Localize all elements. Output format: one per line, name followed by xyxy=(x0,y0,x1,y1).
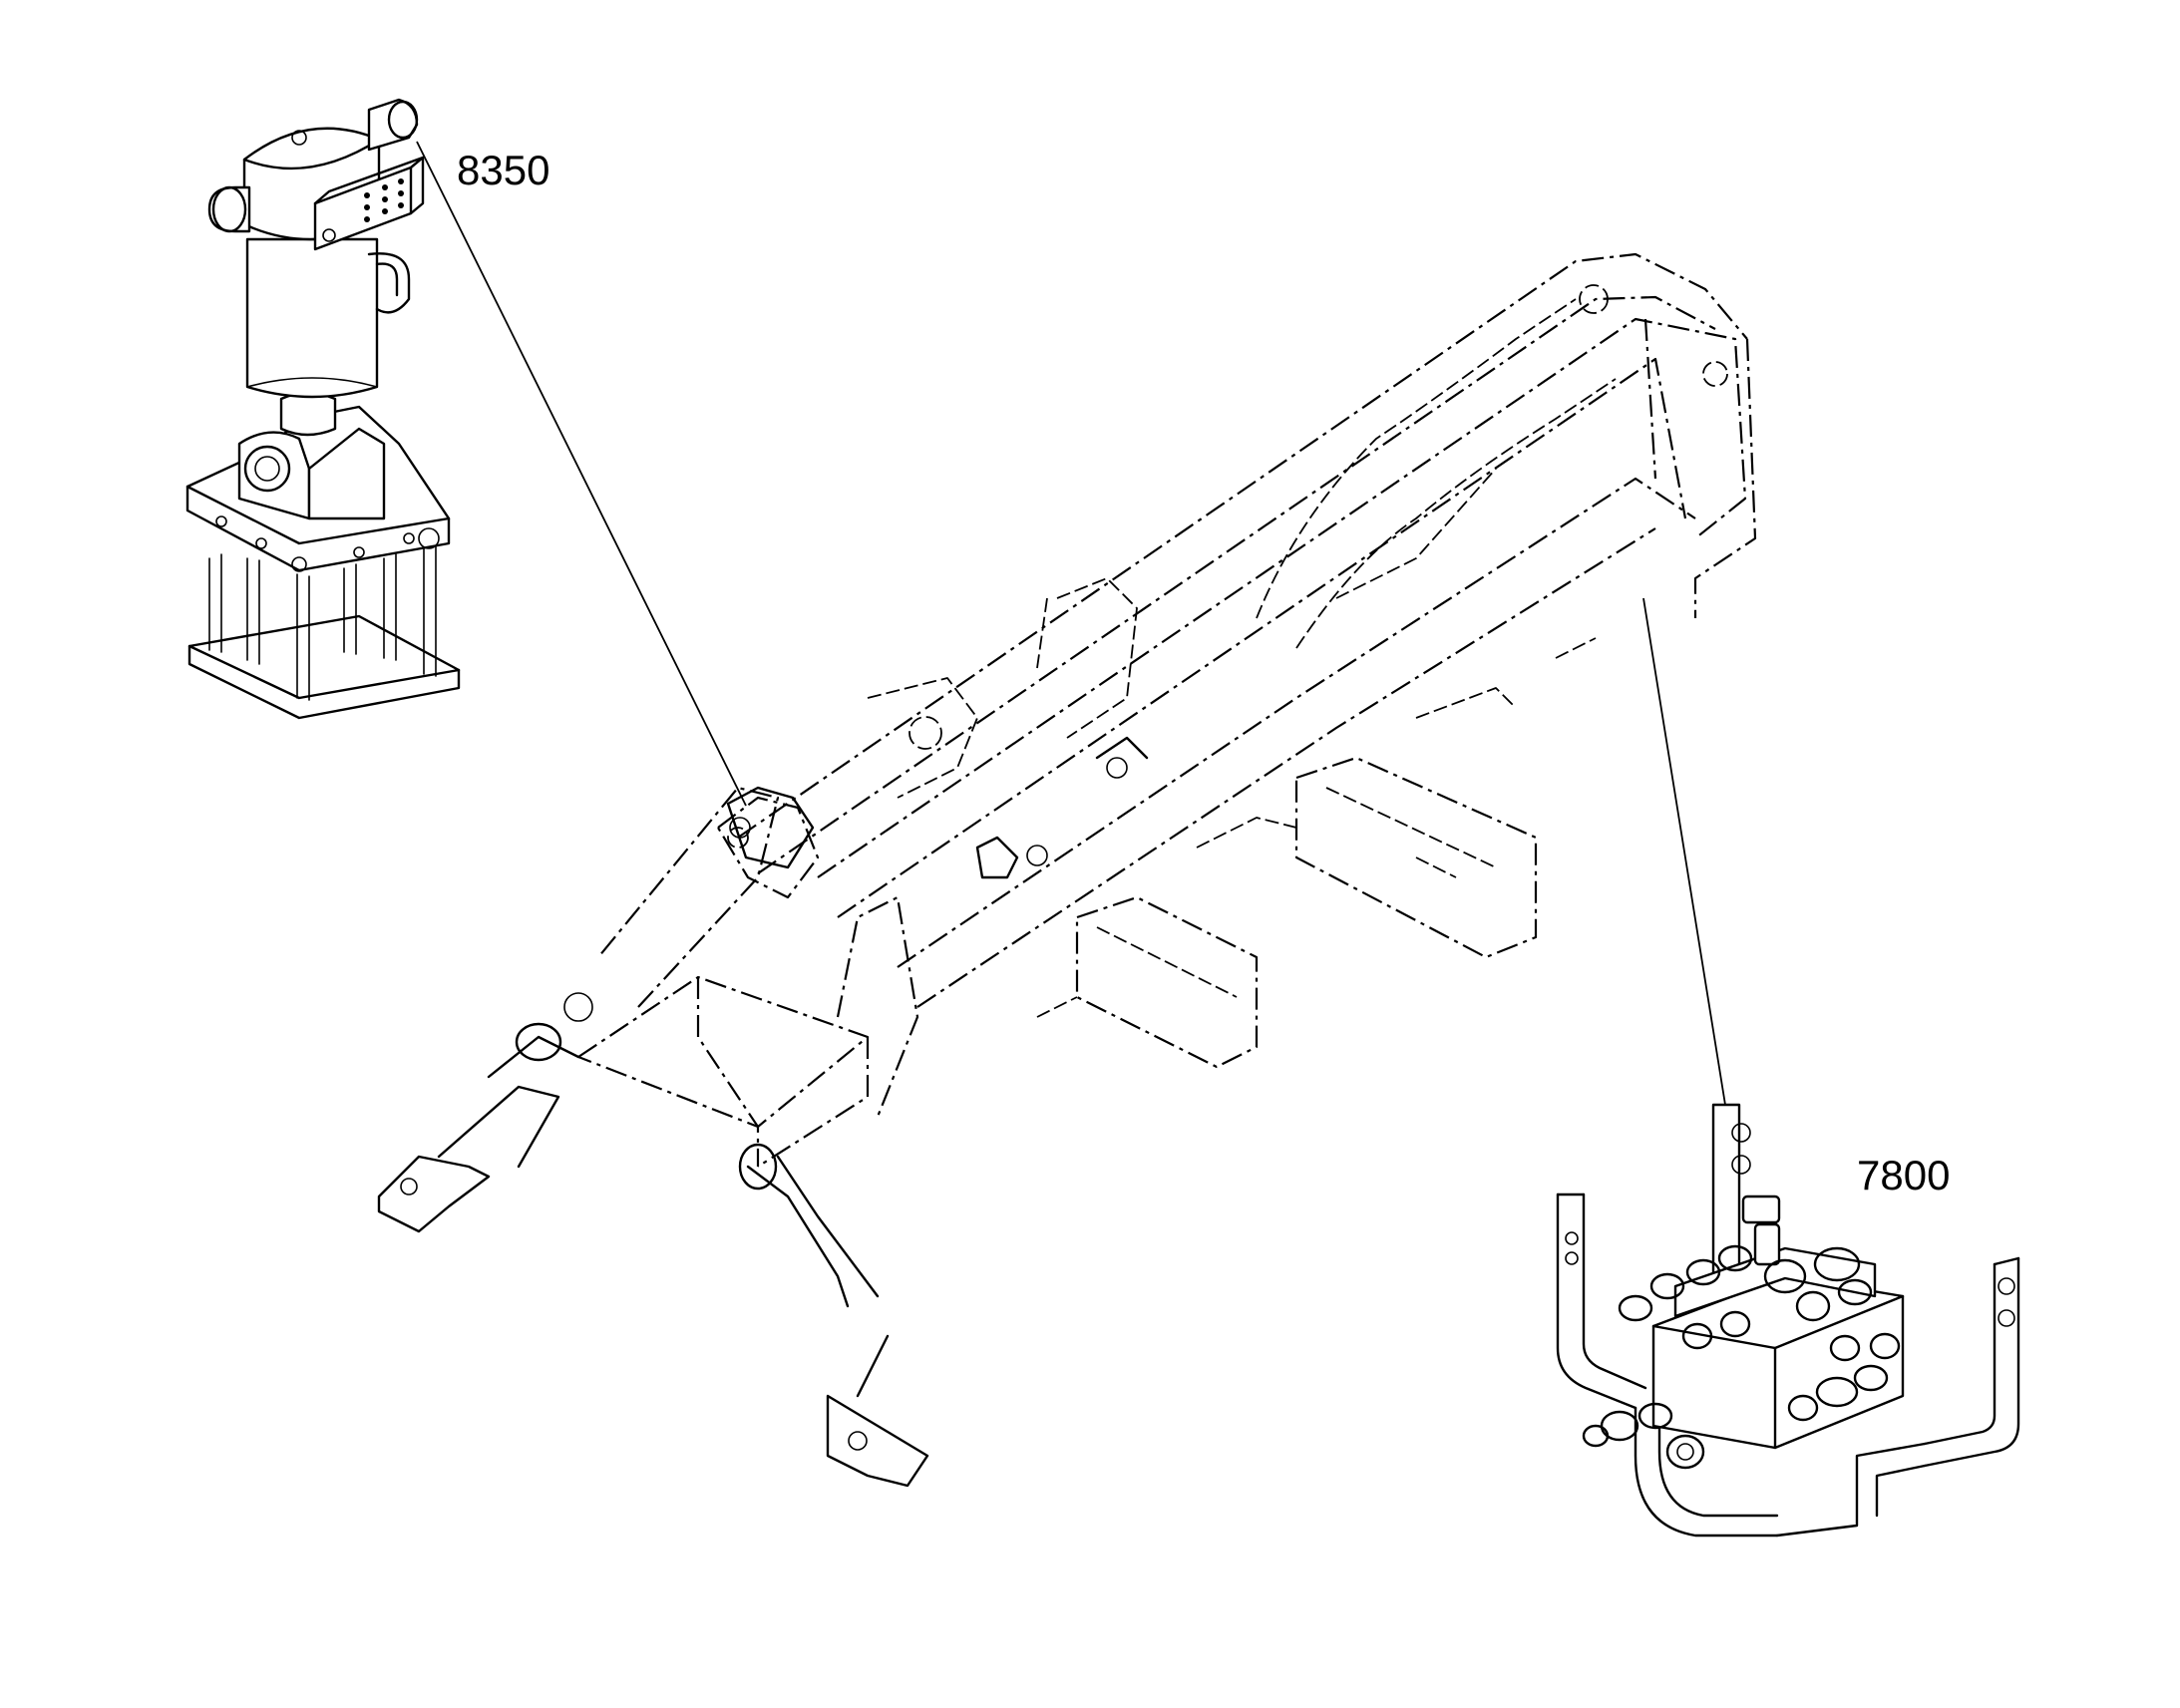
leader-line-8350 xyxy=(416,141,747,807)
chassis-frame-phantom xyxy=(576,252,1757,1168)
part-7800-valve-assembly xyxy=(1556,1103,2020,1537)
front-left-leg xyxy=(377,992,593,1233)
front-right-leg xyxy=(738,1143,929,1488)
part-8350-cylinder-assembly xyxy=(185,98,461,720)
leader-line-7800 xyxy=(1642,597,1726,1106)
callout-label-8350: 8350 xyxy=(457,147,550,193)
chassis-solid-details xyxy=(726,736,1149,879)
callout-label-7800: 7800 xyxy=(1857,1152,1951,1198)
